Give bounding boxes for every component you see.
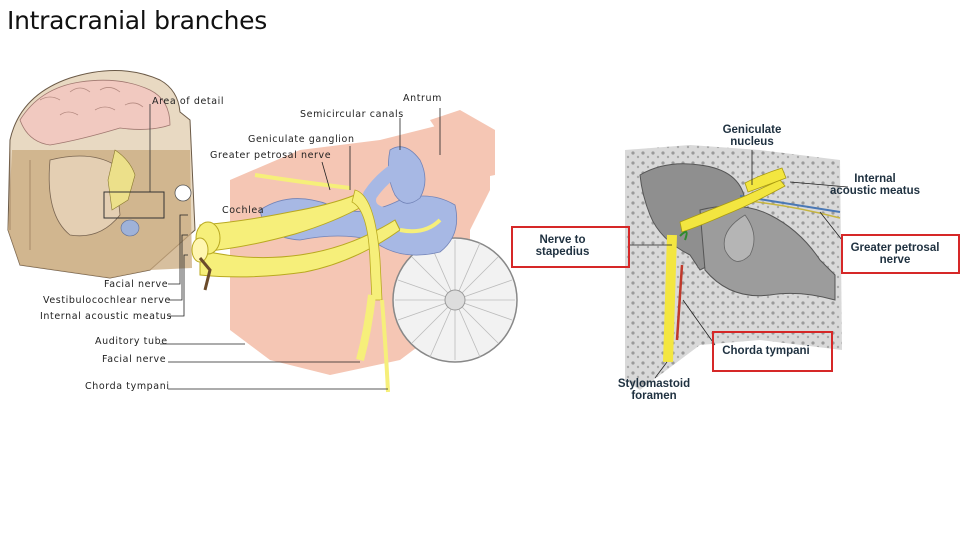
label-sf-line2: foramen [631,390,677,402]
label-gpn-line1: Greater petrosal [850,242,940,254]
page-title: Intracranial branches [7,6,267,35]
label-gpn-line2: nerve [879,254,911,266]
label-nts-line2: stapedius [535,246,590,258]
label-stylomastoid-foramen: Stylomastoid foramen [606,378,702,402]
label-greater-petrosal-nerve: Greater petrosal nerve [210,150,332,161]
label-sf-line1: Stylomastoid [617,378,691,390]
highlight-box-greater-petrosal [841,234,960,274]
label-antrum: Antrum [403,93,443,104]
head-section-drawing [7,70,196,279]
label-geniculate-ganglion: Geniculate ganglion [248,134,355,145]
label-facial-nerve-lower: Facial nerve [102,354,167,365]
label-semicircular-canals: Semicircular canals [300,109,404,120]
label-iam-line2: acoustic meatus [829,185,921,197]
label-internal-acoustic-meatus: Internal acoustic meatus [40,311,173,322]
facial-nerve-course [679,179,786,233]
label-internal-acoustic-meatus-right: Internal acoustic meatus [820,173,930,197]
label-facial-nerve: Facial nerve [104,279,169,290]
label-geniculate-nucleus-line2: nucleus [730,136,774,148]
label-auditory-tube: Auditory tube [95,336,168,347]
label-greater-petrosal-right: Greater petrosal nerve [841,242,949,266]
label-vestibulocochlear-nerve: Vestibulocochlear nerve [43,295,171,306]
label-chorda-tympani-right: Chorda tympani [722,345,810,357]
highlight-box-nerve-to-stapedius [511,226,630,268]
label-geniculate-nucleus-line1: Geniculate [722,124,782,136]
label-cochlea: Cochlea [222,205,265,216]
highlight-box-chorda-tympani [712,331,833,372]
label-area-of-detail: Area of detail [152,96,225,107]
label-nerve-to-stapedius: Nerve to stapedius [515,234,610,258]
label-iam-line1: Internal [854,173,896,185]
label-geniculate-nucleus: Geniculate nucleus [713,124,791,148]
label-chorda-tympani-left: Chorda tympani [85,381,170,392]
label-nts-line1: Nerve to [539,234,586,246]
